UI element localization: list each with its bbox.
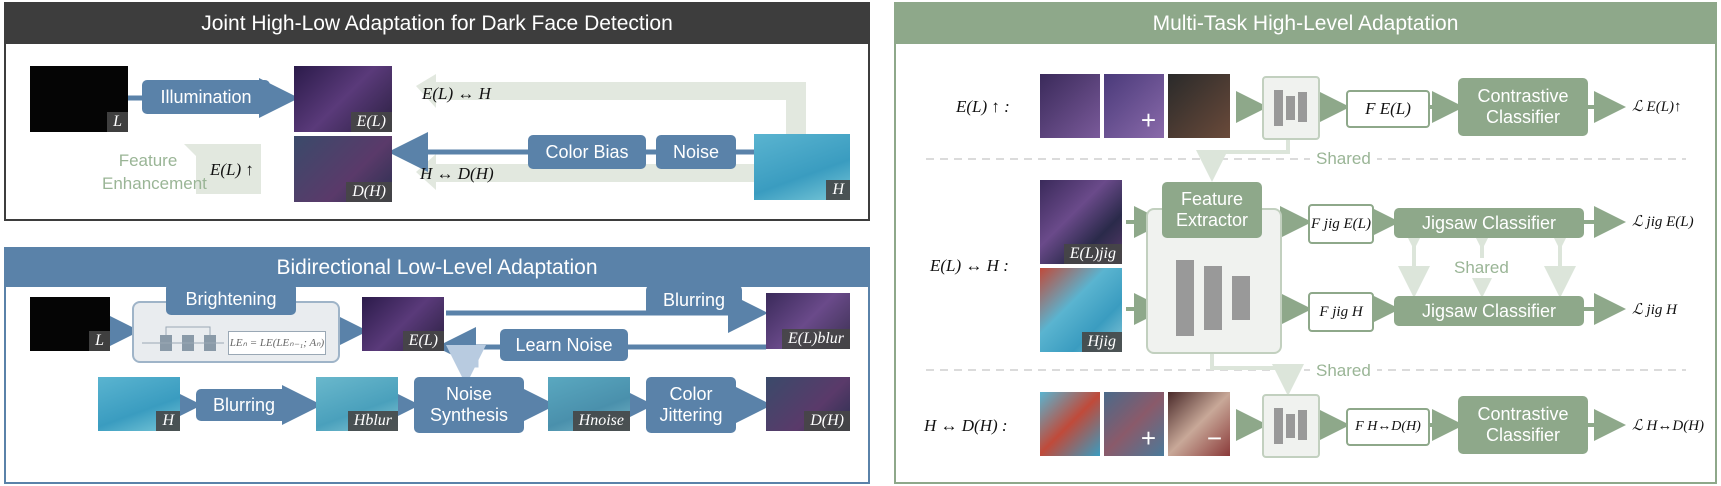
img-DH-2: D(H) — [766, 377, 850, 431]
img-dark-L-2: L — [30, 297, 110, 351]
img-enhanced-EL-2: E(L) — [362, 297, 444, 351]
illumination-box: Illumination — [142, 80, 270, 114]
img-Hjig: Hjig — [1040, 268, 1122, 352]
el-up-label: E(L) ↑ — [210, 160, 254, 179]
noise-box: Noise — [656, 135, 736, 169]
learn-noise-box: Learn Noise — [500, 329, 628, 361]
brightening-box: Brightening — [166, 283, 296, 315]
img-ELblur: E(L)blur — [766, 293, 850, 349]
multi-arrows — [926, 91, 1686, 441]
blurring-top-box: Blurring — [646, 285, 742, 315]
img-ELjig: E(L)jig — [1040, 180, 1122, 264]
img-enhanced-EL: E(L) — [294, 66, 392, 132]
multi-title: Multi-Task High-Level Adaptation — [896, 4, 1715, 44]
bidir-panel: Bidirectional Low-Level Adaptation L LEₙ… — [4, 247, 870, 484]
shared-top-label: Shared — [1310, 149, 1377, 169]
jigsaw-classifier-2: Jigsaw Classifier — [1394, 296, 1584, 326]
encoder-row3 — [1262, 394, 1320, 458]
loss-2: ℒ jig E(L) — [1632, 214, 1694, 230]
loss-4: ℒ H↔D(H) — [1632, 418, 1705, 434]
img-row1-b: + — [1104, 74, 1164, 138]
row1-label: E(L) ↑ : — [956, 97, 1010, 116]
jigsaw-classifier-1: Jigsaw Classifier — [1394, 208, 1584, 238]
bidir-title: Bidirectional Low-Level Adaptation — [6, 249, 868, 287]
shared-mid-label: Shared — [1450, 258, 1513, 278]
bidir-arrows — [100, 293, 772, 425]
el-h-label: E(L) ↔ H — [422, 84, 491, 103]
le-formula: LEₙ = LE(LEₙ₋₁; Aₙ) — [228, 331, 326, 355]
img-normal-H: H — [754, 134, 850, 200]
img-H-2: H — [98, 377, 180, 431]
img-dark-L: L — [30, 66, 128, 132]
h-dh-label: H ↔ D(H) — [420, 164, 494, 183]
img-row3-a — [1040, 392, 1100, 456]
img-row3-b: + — [1104, 392, 1164, 456]
row2-label: E(L) ↔ H : — [930, 256, 1009, 275]
loss-1: ℒ E(L)↑ — [1632, 99, 1682, 115]
img-Hnoise: Hnoise — [548, 377, 630, 431]
shared-bottom-label: Shared — [1310, 361, 1377, 381]
img-row3-c: − — [1168, 392, 1230, 456]
img-degraded-DH: D(H) — [294, 136, 392, 202]
color-bias-box: Color Bias — [528, 135, 646, 169]
img-Hblur: Hblur — [316, 377, 398, 431]
blurring-bottom-box: Blurring — [196, 389, 292, 421]
f-hdh-box: F H↔D(H) — [1346, 408, 1430, 446]
f-el-box: F E(L) — [1346, 90, 1430, 128]
f-jig-h-box: F jig H — [1308, 292, 1374, 332]
img-row1-c — [1168, 74, 1230, 138]
joint-title: Joint High-Low Adaptation for Dark Face … — [6, 4, 868, 44]
joint-panel: Joint High-Low Adaptation for Dark Face … — [4, 2, 870, 221]
loss-3: ℒ jig H — [1632, 302, 1677, 318]
le-curve-stages — [142, 326, 224, 351]
encoder-row1 — [1262, 76, 1320, 140]
row3-label: H ↔ D(H) : — [924, 416, 1008, 435]
multi-panel: Multi-Task High-Level Adaptation — [894, 2, 1717, 484]
img-row1-a — [1040, 74, 1100, 138]
f-jig-el-box: F jig E(L) — [1308, 204, 1374, 244]
